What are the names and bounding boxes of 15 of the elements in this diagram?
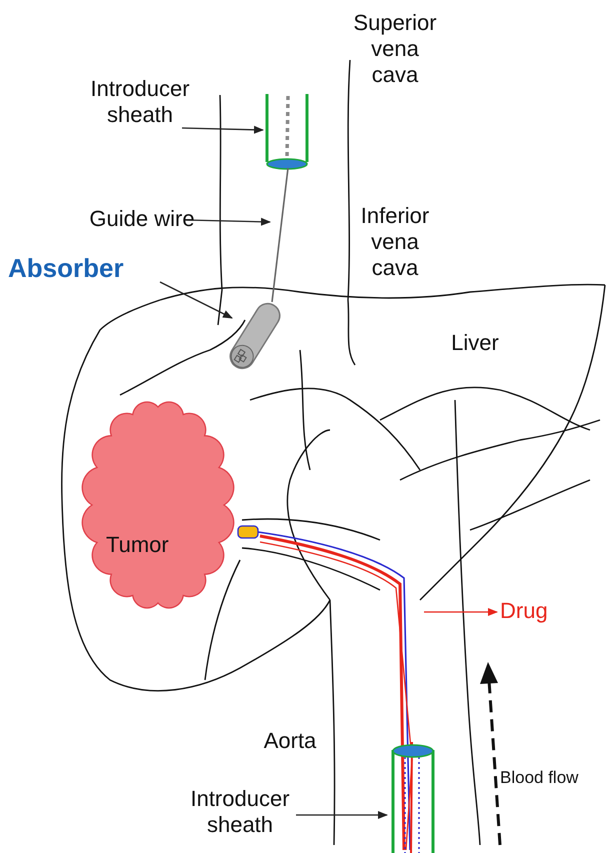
anatomy-label: Inferior vena cava — [360, 203, 430, 281]
leader-arrow — [182, 126, 264, 134]
callout-label: Guide wire — [72, 206, 212, 232]
callout-label: Absorber — [8, 255, 178, 281]
callout-label: Introducer sheath — [70, 76, 210, 128]
leader-arrow — [160, 281, 233, 319]
anatomy-label: Superior vena cava — [352, 10, 438, 88]
leader-arrow — [296, 811, 388, 819]
organ-label: Tumor — [106, 532, 169, 558]
anatomy-label: Aorta — [262, 728, 318, 754]
leader-arrow — [424, 608, 498, 616]
callout-label: Drug — [500, 598, 570, 624]
annotation-label: Blood flow — [500, 767, 580, 789]
callout-label: Introducer sheath — [170, 786, 310, 838]
anatomy-label: Liver — [450, 330, 500, 356]
